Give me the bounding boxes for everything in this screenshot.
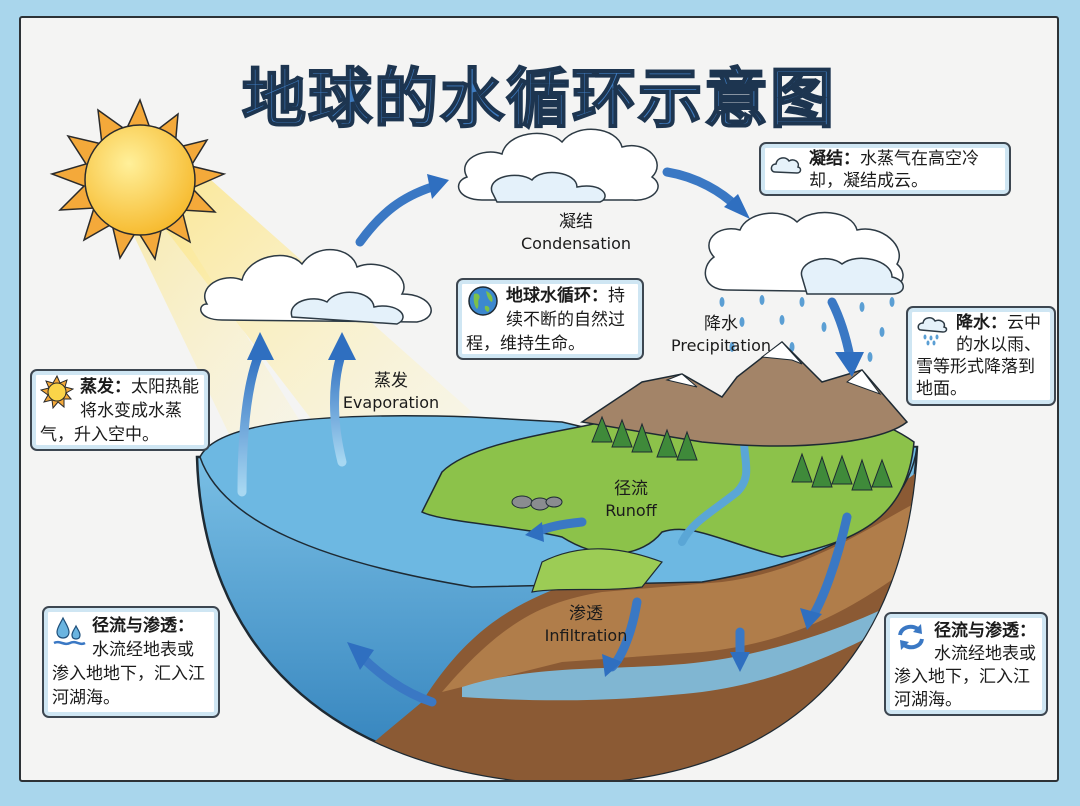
globe-icon <box>468 286 498 316</box>
info-box-condensation: 凝结：水蒸气在高空冷却，凝结成云。 <box>759 142 1011 196</box>
sunbeams <box>132 172 472 482</box>
cloud-icon <box>770 157 802 174</box>
info-box-runoff-infiltration-right: 径流与渗透：水流经地表或渗入地下，汇入江河湖海。 <box>884 612 1048 716</box>
info-box-precipitation: 降水：云中的水以雨、雪等形式降落到地面。 <box>906 306 1056 406</box>
arrow-heads <box>247 174 864 677</box>
cycle-arrows-icon <box>898 624 924 650</box>
info-box-earth-cycle: 地球水循环：持续不断的自然过程，维持生命。 <box>456 278 644 360</box>
stage-label-runoff: 径流 Runoff <box>605 479 657 520</box>
water-drops-icon <box>53 616 86 646</box>
stage-label-condensation: 凝结 Condensation <box>520 212 632 253</box>
cloud-condensation-icon <box>457 128 659 203</box>
earth-cross-section <box>195 341 919 780</box>
diagram-frame: 地球的水循环示意图 凝结 Condensation 降水 Precipitati… <box>19 16 1059 782</box>
cloud-evaporation-icon <box>200 249 432 325</box>
info-box-runoff-infiltration-left: 径流与渗透：水流经地表或渗入地地下，汇入江河湖海。 <box>42 606 220 718</box>
stage-label-infiltration: 渗透 Infiltration <box>544 604 628 645</box>
sun-icon <box>49 98 227 261</box>
page-title: 地球的水循环示意图 <box>241 62 836 138</box>
water-cycle-illustration <box>49 98 919 780</box>
stage-label-evaporation: 蒸发 Evaporation <box>342 371 440 412</box>
sun-icon <box>40 375 74 409</box>
rain-cloud-icon <box>917 317 948 346</box>
rain-drops <box>719 295 895 362</box>
cloud-precipitation-icon <box>704 211 904 295</box>
info-box-evaporation: 蒸发：太阳热能将水变成水蒸气，升入空中。 <box>30 369 210 451</box>
stage-label-precipitation: 降水 Precipitation <box>670 314 771 355</box>
cycle-arrows <box>237 167 855 707</box>
